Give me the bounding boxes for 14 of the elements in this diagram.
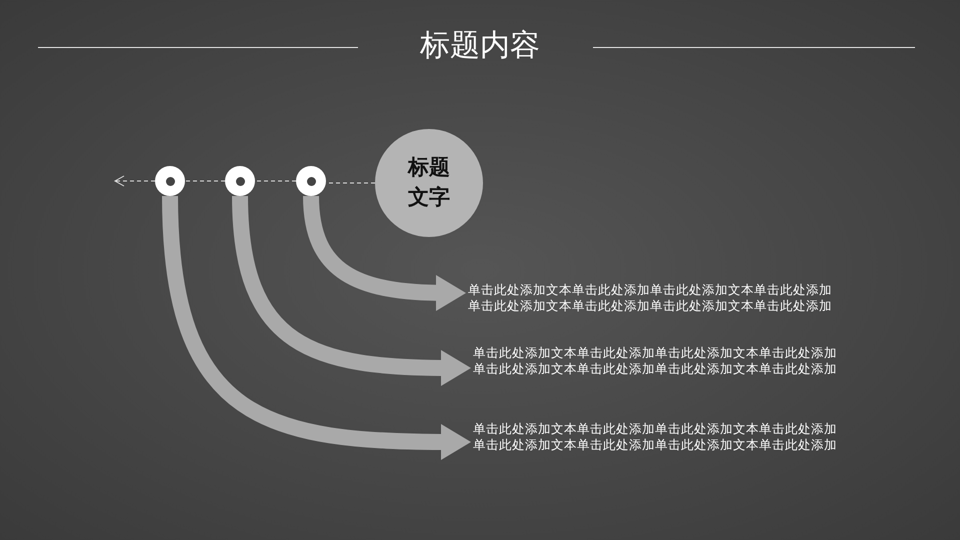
curved-arrow (232, 196, 471, 386)
ring-marker (225, 166, 255, 196)
ring-marker (296, 166, 326, 196)
ring-marker (155, 166, 185, 196)
dashed-line (184, 180, 226, 182)
slide-title: 标题内容 (419, 28, 541, 64)
circle-title: 标题文字 (407, 155, 451, 211)
dashed-line (254, 180, 296, 182)
body-text: 单击此处添加文本单击此处添加单击此处添加文本单击此处添加单击此处添加文本单击此处添加单击此处添加文本单击此处添加 (473, 421, 838, 453)
body-text: 单击此处添加文本单击此处添加单击此处添加文本单击此处添加单击此处添加文本单击此处添加单击此处添加文本单击此处添加 (468, 282, 833, 314)
curved-arrow (303, 196, 466, 311)
dashed-arrow (114, 176, 156, 186)
body-text: 单击此处添加文本单击此处添加单击此处添加文本单击此处添加单击此处添加文本单击此处添加单击此处添加文本单击此处添加 (473, 345, 838, 377)
curved-arrow (162, 196, 471, 460)
